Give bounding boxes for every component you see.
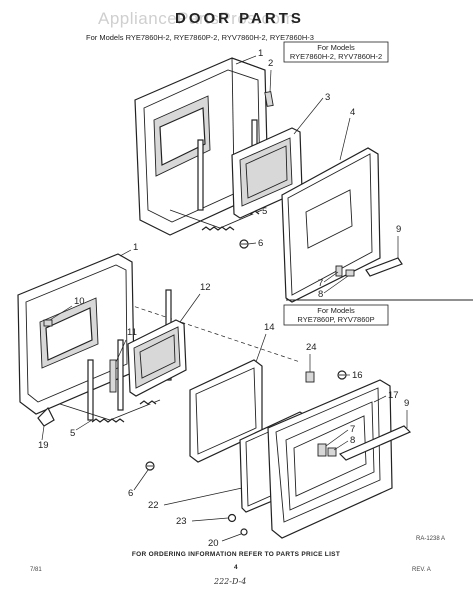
hinge-spring-lower [59, 399, 161, 423]
callout-11-lower: 11 [127, 327, 137, 338]
callout-3-upper: 3 [325, 92, 330, 103]
upper-door-assembly [134, 57, 403, 303]
drawing-code: RA-1238 A [416, 536, 445, 542]
model-box-lower: For Models RYE7860P, RYV7860P [283, 299, 473, 326]
hinge-rod-lower-left [87, 359, 94, 421]
callout-20-lower: 20 [208, 538, 219, 549]
handle-lower [338, 425, 412, 461]
model-box-lower-line2: RYE7860P, RYV7860P [297, 315, 374, 324]
callout-19-lower: 19 [38, 440, 49, 451]
callout-9-upper: 9 [396, 224, 401, 235]
watermark-text: AppliancePartsPros.com [98, 9, 295, 28]
page-number: 4 [234, 564, 238, 571]
hinge-cover-part-19 [37, 406, 55, 427]
callout-24-lower: 24 [306, 342, 317, 353]
callout-23-lower: 23 [176, 516, 187, 527]
screw-part-16 [337, 370, 347, 380]
callout-7-lower: 7 [350, 424, 355, 435]
page-subtitle: For Models RYE7860H-2, RYE7860P-2, RYV78… [86, 33, 314, 42]
callout-10-lower: 10 [74, 296, 85, 307]
callout-6-lower: 6 [128, 488, 133, 499]
hinge-rod-lower-mid [117, 339, 124, 411]
callout-2-upper: 2 [268, 58, 273, 69]
callouts-lower: 1 10 11 12 14 24 16 17 9 7 8 19 5 6 22 2… [38, 242, 409, 549]
callout-8-lower: 8 [350, 435, 355, 446]
callout-16-lower: 16 [352, 370, 363, 381]
callout-14-lower: 14 [264, 322, 275, 333]
hinge-rod-upper-left [197, 139, 204, 211]
footer-ordering-note: FOR ORDERING INFORMATION REFER TO PARTS … [132, 551, 340, 558]
handle-upper [365, 257, 403, 277]
screw-part-6-lower [145, 461, 155, 471]
callout-4-upper: 4 [350, 107, 355, 118]
callout-5-lower: 5 [70, 428, 75, 439]
clip-part-2 [264, 91, 274, 107]
callout-22-lower: 22 [148, 500, 159, 511]
outer-door-frame-part-17 [267, 379, 393, 539]
revision-label: REV. A [412, 567, 431, 573]
inner-door-panel-lower [17, 253, 135, 415]
handle-bracket-upper [335, 265, 355, 277]
trim-part-20 [240, 528, 248, 536]
callout-5-upper: 5 [262, 206, 267, 217]
model-box-upper-line1: For Models [317, 43, 355, 52]
screw-part-23 [227, 513, 237, 523]
screw-part-6-upper [239, 239, 249, 249]
lower-door-assembly [17, 253, 412, 539]
outer-door-upper [281, 147, 381, 303]
callout-17-lower: 17 [388, 390, 399, 401]
callout-9-lower: 9 [404, 398, 409, 409]
callouts-upper: 1 2 3 4 5 6 7 8 9 [235, 48, 401, 300]
handle-bracket-lower [317, 443, 337, 457]
callout-8-upper: 8 [318, 289, 323, 300]
callout-1-lower: 1 [133, 242, 138, 253]
callout-1-upper: 1 [258, 48, 263, 59]
callout-6-upper: 6 [258, 238, 263, 249]
callout-7-upper: 7 [318, 278, 323, 289]
page-title: DOOR PARTS [175, 10, 304, 27]
date-code: 7/81 [30, 567, 42, 573]
callout-12-lower: 12 [200, 282, 211, 293]
clip-part-24 [305, 371, 315, 383]
bracket-part-11 [109, 359, 117, 393]
model-box-upper: For Models RYE7860H-2, RYV7860H-2 [283, 41, 389, 63]
window-glass-lower [127, 319, 187, 397]
model-box-upper-line2: RYE7860H-2, RYV7860H-2 [290, 52, 382, 61]
model-box-lower-line1: For Models [317, 306, 355, 315]
handwritten-reference: 222-D-4 [213, 577, 246, 586]
